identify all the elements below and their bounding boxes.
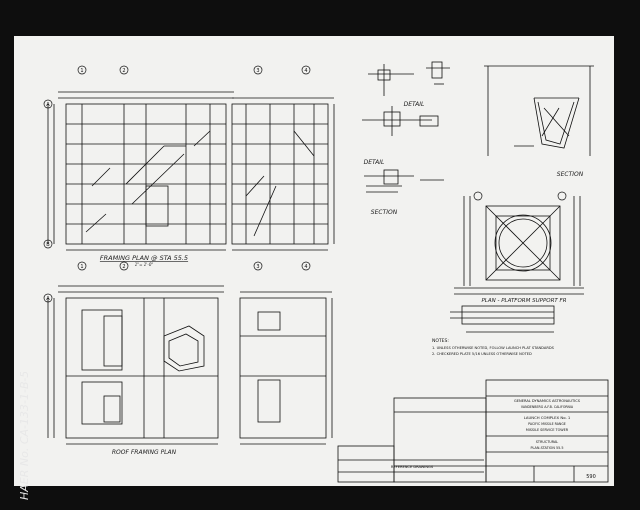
drawing-sheet: 1 2 3 4 1 2 3 4 A B A FRAMING PLAN @ STA… — [14, 36, 614, 486]
tb-plan: PLAN-STATION 55.5 — [530, 446, 563, 450]
tb-company: GENERAL DYNAMICS ASTRONAUTICS — [514, 399, 581, 403]
framing-plan-right — [231, 97, 335, 251]
notes-title: NOTES: — [432, 338, 449, 344]
scale-note: 1"= 1'-0" — [135, 262, 154, 267]
grid-label: 1 — [80, 264, 83, 270]
note-line: 2. CHECKERED PLATE 5/16 UNLESS OTHERWISE… — [432, 352, 532, 356]
framing-plan-left — [47, 91, 234, 251]
row-label: A — [46, 102, 50, 108]
platform-plan — [450, 196, 584, 333]
tb-project: LAUNCH COMPLEX No. 1 — [524, 415, 571, 420]
platform-plan-title: PLAN - PLATFORM SUPPORT FR — [481, 298, 566, 304]
roof-plan-right — [239, 291, 333, 445]
title-block-lines — [337, 379, 609, 483]
grid-label: 3 — [256, 68, 259, 74]
grid-label: 4 — [304, 264, 307, 270]
roof-plan-title: ROOF FRAMING PLAN — [112, 449, 177, 456]
haer-id-label: HAER No. CA-133-1-B-56 (4/51) — [18, 372, 31, 500]
detail-title: DETAIL — [364, 159, 385, 166]
tower-section — [484, 65, 594, 156]
tb-sheet-no: 590 — [586, 474, 596, 480]
section-title: SECTION — [371, 209, 398, 216]
tb-subtitle: PACIFIC MISSILE RANGE — [528, 422, 566, 426]
grid-label: 3 — [256, 264, 259, 270]
grid-label: 4 — [304, 68, 307, 74]
row-label: A — [46, 296, 50, 302]
tb-ref: REFERENCE DRAWINGS — [391, 465, 434, 469]
grid-label: 2 — [122, 68, 125, 74]
framing-plan-title: FRAMING PLAN @ STA 55.5 — [100, 254, 188, 262]
engineering-drawing: 1 2 3 4 1 2 3 4 A B A FRAMING PLAN @ STA… — [43, 61, 609, 483]
tb-location: VANDENBERG A.F.B. CALIFORNIA — [521, 405, 574, 409]
roof-plan-left — [47, 285, 224, 445]
section-title: SECTION — [557, 171, 584, 178]
tb-drawing-sub: STRUCTURAL — [536, 440, 559, 444]
grid-bubbles — [43, 65, 567, 303]
row-label: B — [46, 242, 50, 248]
grid-label: 2 — [122, 264, 125, 270]
detail-title: DETAIL — [404, 101, 425, 108]
detail-sketches — [362, 61, 450, 193]
grid-label: 1 — [80, 68, 83, 74]
tb-drawing-title: MISSILE SERVICE TOWER — [526, 428, 569, 432]
note-line: 1. UNLESS OTHERWISE NOTED, FOLLOW LAUNCH… — [432, 346, 555, 350]
haer-id-text: HAER No. CA-133-1-B-56 (4/51) — [18, 372, 31, 500]
